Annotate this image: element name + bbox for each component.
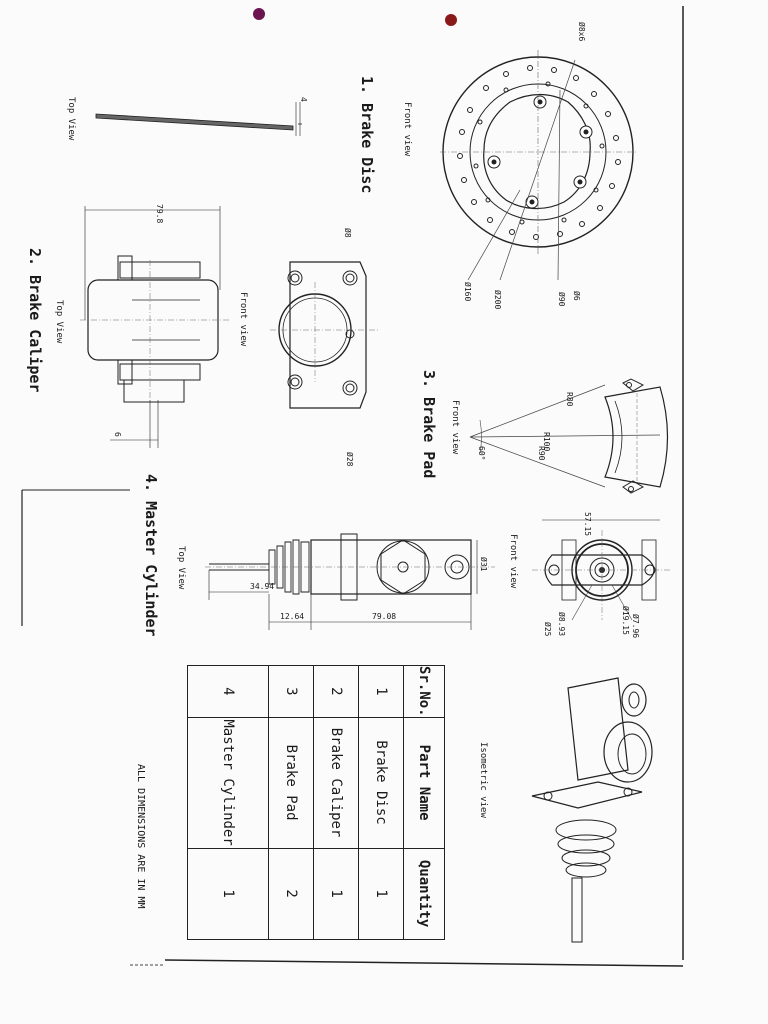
dim-mc-d19-15: Ø19.15 bbox=[621, 606, 630, 635]
cell-part-name: Brake Caliper bbox=[313, 717, 359, 849]
cell-quantity: 1 bbox=[313, 848, 359, 940]
dim-mc-d31: Ø31 bbox=[479, 557, 488, 572]
header-quantity: Quantity bbox=[403, 848, 445, 940]
parts-table-wrapper: Sr.No. Part Name Quantity 1 Brake Disc 1… bbox=[187, 665, 445, 940]
cell-part-name: Brake Disc bbox=[358, 717, 404, 849]
brake-disc-top-view-label: Top View bbox=[66, 97, 76, 141]
dim-holes: Ø8x6 bbox=[577, 22, 586, 42]
dim-d160: Ø160 bbox=[463, 282, 472, 302]
cell-part-name: Master Cylinder bbox=[187, 717, 269, 849]
brake-pad-front-view-label: Front view bbox=[450, 400, 460, 455]
brake-pad-title: 3. Brake Pad bbox=[420, 370, 438, 479]
brake-caliper-top-view-label: Top View bbox=[54, 300, 64, 344]
dim-disc-thickness: 4 bbox=[299, 97, 308, 102]
dim-mc-d8-93: Ø8.93 bbox=[557, 612, 566, 637]
cell-srno: 4 bbox=[187, 665, 269, 718]
brake-caliper-top-view bbox=[80, 206, 230, 448]
cell-part-name: Brake Pad bbox=[268, 717, 314, 849]
dim-mc-12-64: 12.64 bbox=[280, 612, 305, 621]
dim-d200: Ø200 bbox=[493, 290, 502, 310]
dim-mc-34-94: 34.94 bbox=[250, 582, 275, 591]
punch-hole-mark bbox=[253, 8, 265, 20]
master-cylinder-top-view bbox=[205, 533, 495, 630]
dim-caliper-d28: Ø28 bbox=[345, 452, 354, 467]
brake-disc-front-view bbox=[440, 50, 636, 280]
dim-mc-79-08: 79.08 bbox=[372, 612, 397, 621]
cell-quantity: 2 bbox=[268, 848, 314, 940]
header-part-name: Part Name bbox=[403, 717, 445, 849]
brake-disc-title: 1. Brake Disc bbox=[358, 76, 376, 194]
dim-d6: Ø6 bbox=[572, 291, 581, 301]
brake-disc-top-view bbox=[95, 102, 302, 136]
dim-d90: Ø90 bbox=[557, 292, 566, 307]
dim-caliper-offset: 6 bbox=[113, 432, 122, 437]
dim-pad-angle: 60° bbox=[477, 446, 486, 461]
table-row: 4 Master Cylinder 1 bbox=[187, 665, 269, 940]
cell-quantity: 1 bbox=[187, 848, 269, 940]
brake-caliper-front-view bbox=[270, 261, 380, 409]
master-cylinder-front-view-label: Front view bbox=[508, 534, 518, 589]
border-line bbox=[164, 959, 684, 967]
master-cylinder-top-view-label: Top View bbox=[176, 546, 186, 590]
dim-pad-r80: R80 bbox=[565, 392, 574, 407]
table-header-row: Sr.No. Part Name Quantity bbox=[403, 665, 445, 940]
brake-disc-front-view-label: Front view bbox=[402, 102, 412, 157]
master-cylinder-title: 4. Master Cylinder bbox=[142, 474, 160, 637]
dim-caliper-width: 79.8 bbox=[155, 204, 164, 224]
header-srno: Sr.No. bbox=[403, 665, 445, 718]
table-row: 3 Brake Pad 2 bbox=[268, 665, 314, 940]
master-cylinder-isometric-view-label: Isometric view bbox=[478, 742, 488, 818]
cell-srno: 3 bbox=[268, 665, 314, 718]
master-cylinder-isometric-view bbox=[531, 677, 653, 943]
cell-srno: 1 bbox=[358, 665, 404, 718]
master-cylinder-front-view bbox=[532, 519, 672, 621]
units-note: ALL DIMENSIONS ARE IN MM bbox=[135, 764, 146, 909]
parts-table: Sr.No. Part Name Quantity 1 Brake Disc 1… bbox=[187, 665, 445, 940]
cell-srno: 2 bbox=[313, 665, 359, 718]
brake-caliper-title: 2. Brake Caliper bbox=[26, 248, 44, 393]
table-row: 1 Brake Disc 1 bbox=[358, 665, 404, 940]
dim-mc-width: 57.15 bbox=[583, 512, 592, 537]
table-row: 2 Brake Caliper 1 bbox=[313, 665, 359, 940]
punch-hole-mark bbox=[445, 14, 457, 26]
dim-mc-d7-96: Ø7.96 bbox=[631, 614, 640, 639]
dim-pad-r90: R90 bbox=[537, 446, 546, 461]
dim-caliper-d8: Ø8 bbox=[343, 228, 352, 238]
dim-mc-d25: Ø25 bbox=[543, 622, 552, 637]
brake-caliper-front-view-label: Front view bbox=[238, 292, 248, 347]
cell-quantity: 1 bbox=[358, 848, 404, 940]
brake-pad-front-view bbox=[469, 378, 669, 494]
